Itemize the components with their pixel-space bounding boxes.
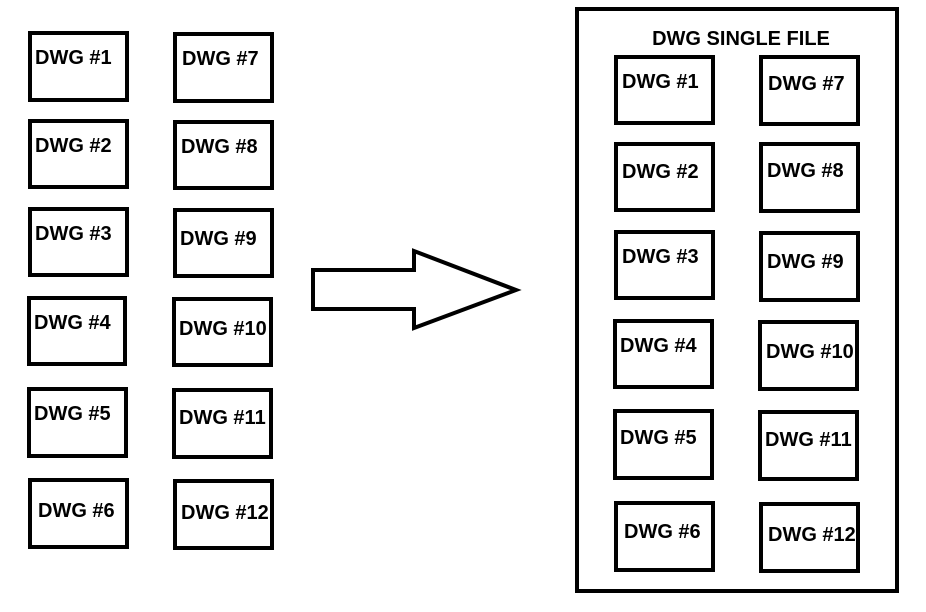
merged-dwg-label: DWG #7 [768, 73, 845, 95]
source-dwg-box-12: DWG #12 [173, 479, 274, 550]
merged-dwg-box-3: DWG #3 [614, 230, 715, 300]
source-dwg-label: DWG #11 [179, 407, 266, 429]
source-dwg-label: DWG #4 [34, 312, 111, 334]
merged-dwg-box-9: DWG #9 [759, 231, 860, 302]
merged-dwg-label: DWG #8 [767, 160, 844, 182]
merged-dwg-label: DWG #6 [624, 521, 701, 543]
merged-dwg-label: DWG #3 [622, 246, 699, 268]
source-dwg-box-1: DWG #1 [28, 31, 129, 102]
source-dwg-box-9: DWG #9 [173, 208, 274, 278]
merged-dwg-label: DWG #12 [768, 524, 856, 546]
merged-dwg-label: DWG #10 [766, 341, 854, 363]
source-dwg-box-6: DWG #6 [28, 478, 129, 549]
merged-dwg-label: DWG #1 [622, 71, 699, 93]
merged-dwg-box-6: DWG #6 [614, 501, 715, 572]
source-dwg-label: DWG #10 [179, 318, 267, 340]
source-dwg-box-4: DWG #4 [27, 296, 127, 366]
merged-dwg-label: DWG #11 [765, 429, 852, 451]
source-dwg-box-3: DWG #3 [28, 207, 129, 277]
source-dwg-label: DWG #8 [181, 136, 258, 158]
source-dwg-box-10: DWG #10 [172, 297, 273, 367]
source-dwg-label: DWG #1 [35, 47, 112, 69]
merged-dwg-box-1: DWG #1 [614, 55, 715, 125]
source-dwg-label: DWG #2 [35, 135, 112, 157]
merged-dwg-box-8: DWG #8 [759, 142, 860, 213]
source-dwg-box-11: DWG #11 [172, 388, 273, 459]
source-dwg-label: DWG #5 [34, 403, 111, 425]
merged-dwg-box-12: DWG #12 [759, 502, 860, 573]
source-dwg-label: DWG #7 [182, 48, 259, 70]
merged-dwg-box-10: DWG #10 [758, 320, 859, 391]
merged-dwg-box-11: DWG #11 [758, 410, 859, 481]
merged-dwg-box-7: DWG #7 [759, 55, 860, 126]
source-dwg-label: DWG #12 [181, 502, 269, 524]
merged-dwg-label: DWG #2 [622, 161, 699, 183]
merged-dwg-box-4: DWG #4 [613, 319, 714, 389]
merged-dwg-box-5: DWG #5 [613, 409, 714, 480]
source-dwg-label: DWG #3 [35, 223, 112, 245]
source-dwg-box-2: DWG #2 [28, 119, 129, 189]
single-file-container: DWG SINGLE FILE [575, 7, 899, 593]
merged-dwg-label: DWG #5 [620, 427, 697, 449]
merged-dwg-box-2: DWG #2 [614, 142, 715, 212]
single-file-title: DWG SINGLE FILE [652, 28, 830, 50]
merged-dwg-label: DWG #9 [767, 251, 844, 273]
source-dwg-box-5: DWG #5 [27, 387, 128, 458]
merged-dwg-label: DWG #4 [620, 335, 697, 357]
source-dwg-label: DWG #9 [180, 228, 257, 250]
source-dwg-box-7: DWG #7 [173, 32, 274, 103]
source-dwg-box-8: DWG #8 [173, 120, 274, 190]
source-dwg-label: DWG #6 [38, 500, 115, 522]
